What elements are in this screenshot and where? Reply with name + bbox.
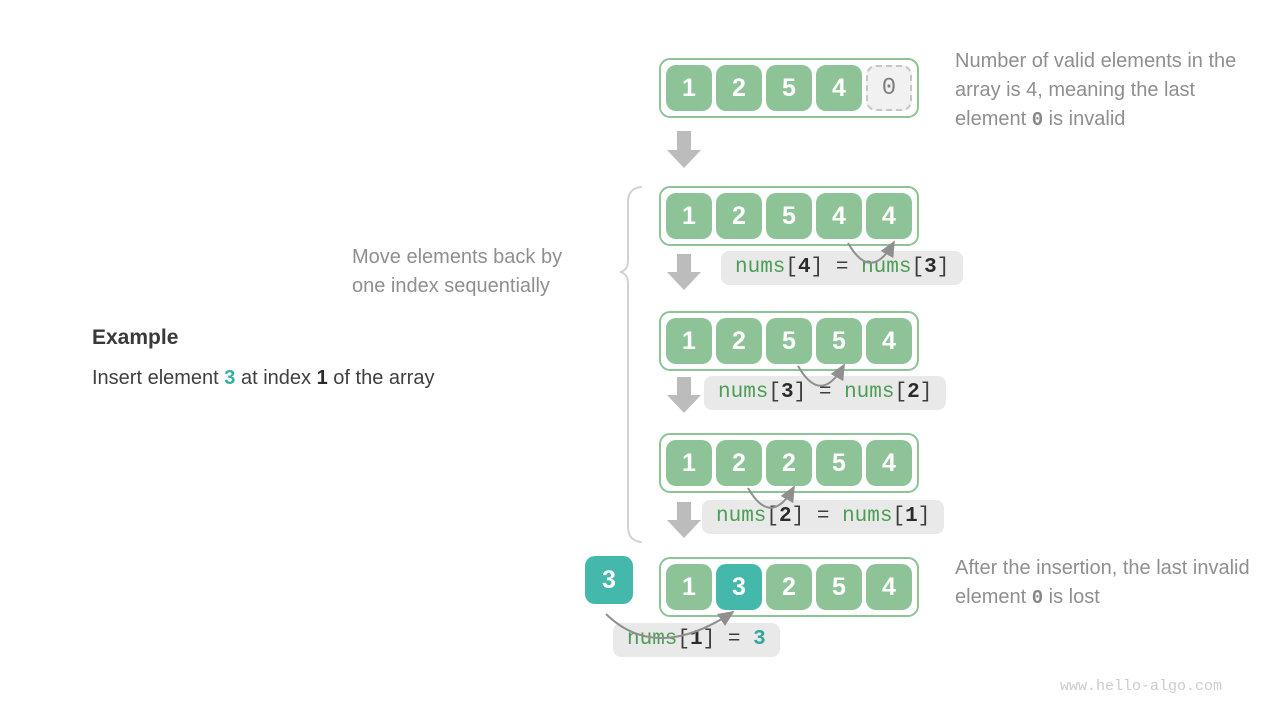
invalid-cell: 0 <box>866 65 912 111</box>
code-segment: nums <box>735 256 786 279</box>
code-segment: ] <box>793 381 807 404</box>
code-segment: 3 <box>781 381 794 404</box>
code-segment: ] <box>791 505 805 528</box>
code-label-nums4: nums[4] = nums[3] <box>721 251 964 285</box>
down-arrow-icon <box>667 254 701 290</box>
annotation-top-suffix: is invalid <box>1043 108 1126 130</box>
example-insert-index: 1 <box>316 367 328 389</box>
code-segment: = <box>806 381 845 404</box>
array-cell: 2 <box>766 564 812 610</box>
code-segment: [ <box>894 381 908 404</box>
example-text-mid: at index <box>235 367 317 389</box>
code-segment: = <box>715 628 754 651</box>
array-cell: 4 <box>816 193 862 239</box>
code-segment: ] <box>917 505 931 528</box>
code-segment: 2 <box>779 505 792 528</box>
code-segment: ] <box>810 256 824 279</box>
code-segment: nums <box>842 505 893 528</box>
code-segment: [ <box>911 256 925 279</box>
annotation-bottom-suffix: is lost <box>1043 586 1100 608</box>
code-segment: = <box>823 256 862 279</box>
array-cell: 1 <box>666 193 712 239</box>
array-cell: 3 <box>716 564 762 610</box>
array-cell: 5 <box>816 318 862 364</box>
array-cell: 1 <box>666 65 712 111</box>
down-arrow-icon <box>667 131 701 168</box>
array-cell: 4 <box>866 564 912 610</box>
down-arrow-icon <box>667 502 701 538</box>
array-cell: 5 <box>766 65 812 111</box>
code-segment: [ <box>892 505 906 528</box>
code-segment: [ <box>677 628 691 651</box>
watermark-url: www.hello-algo.com <box>1060 678 1223 695</box>
annotation-invalid-element: Number of valid elements in the array is… <box>955 47 1255 135</box>
code-segment: nums <box>627 628 678 651</box>
array-cell: 5 <box>816 440 862 486</box>
array-cell: 5 <box>816 564 862 610</box>
code-segment: 1 <box>690 628 703 651</box>
inserted-value-cell: 3 <box>585 556 633 604</box>
array-cell: 4 <box>816 65 862 111</box>
code-label-nums2: nums[2] = nums[1] <box>702 500 945 534</box>
array-cell: 2 <box>716 65 762 111</box>
example-block: Example Insert element 3 at index 1 of t… <box>92 326 434 390</box>
annotation-top-prefix: Number of valid elements in the array is… <box>955 50 1237 130</box>
example-heading: Example <box>92 326 179 349</box>
array-cell: 2 <box>766 440 812 486</box>
brace-icon <box>619 186 642 543</box>
code-segment: nums <box>718 381 769 404</box>
array-cell: 1 <box>666 318 712 364</box>
array-cell: 1 <box>666 564 712 610</box>
code-label-nums1: nums[1] = 3 <box>613 623 780 657</box>
array-cell: 4 <box>866 193 912 239</box>
move-note: Move elements back by one index sequenti… <box>352 246 563 297</box>
code-segment: 3 <box>924 256 937 279</box>
array-cell: 4 <box>866 318 912 364</box>
code-label-nums3: nums[3] = nums[2] <box>704 376 947 410</box>
code-segment: nums <box>716 505 767 528</box>
code-segment: 1 <box>905 505 918 528</box>
code-segment: [ <box>768 381 782 404</box>
annotation-element-lost: After the insertion, the last invalid el… <box>955 554 1251 613</box>
annotation-bottom-code: 0 <box>1031 587 1044 609</box>
array-cell: 2 <box>716 440 762 486</box>
array-cell: 2 <box>716 318 762 364</box>
code-segment: 4 <box>798 256 811 279</box>
code-segment: [ <box>785 256 799 279</box>
example-insert-value: 3 <box>224 367 236 389</box>
array-cell: 5 <box>766 193 812 239</box>
code-segment: nums <box>844 381 895 404</box>
down-arrow-icon <box>667 377 701 413</box>
code-segment: ] <box>919 381 933 404</box>
code-segment: 3 <box>753 628 766 651</box>
example-description: Insert element 3 at index 1 of the array <box>92 367 434 390</box>
annotation-bottom-prefix: After the insertion, the last invalid el… <box>955 557 1250 608</box>
array-cell: 4 <box>866 440 912 486</box>
array-cell: 5 <box>766 318 812 364</box>
code-segment: [ <box>766 505 780 528</box>
code-segment: nums <box>861 256 912 279</box>
code-segment: 2 <box>907 381 920 404</box>
code-segment: ] <box>702 628 716 651</box>
annotation-top-code: 0 <box>1031 109 1044 131</box>
code-segment: ] <box>936 256 950 279</box>
array-cell: 2 <box>716 193 762 239</box>
example-text-suffix: of the array <box>327 367 435 389</box>
example-text-prefix: Insert element <box>92 367 225 389</box>
array-cell: 1 <box>666 440 712 486</box>
code-segment: = <box>804 505 843 528</box>
